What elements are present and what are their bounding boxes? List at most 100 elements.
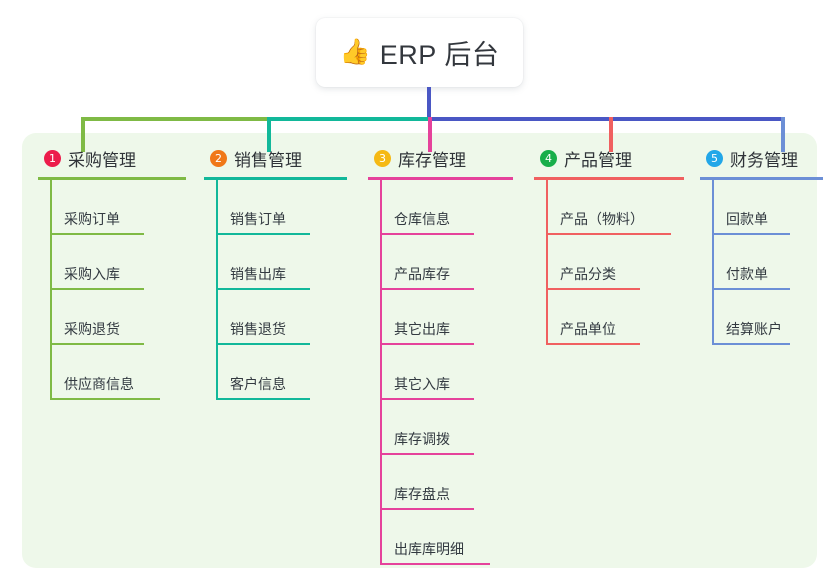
tree-item-rule <box>546 288 640 290</box>
tree-item-label: 库存调拨 <box>394 431 450 447</box>
column-header-2[interactable]: 2 销售管理 <box>204 146 347 170</box>
tree-item[interactable]: 库存盘点 <box>368 455 513 510</box>
column-1: 1 采购管理采购订单采购入库采购退货供应商信息 <box>38 146 186 400</box>
tree-item-label: 采购退货 <box>64 321 120 337</box>
tree-item-label: 销售出库 <box>230 266 286 282</box>
tree-item[interactable]: 产品分类 <box>534 235 684 290</box>
root-node-card[interactable]: 👍 ERP 后台 <box>316 18 523 87</box>
tree-item-rule <box>216 398 310 400</box>
column-badge-4: 4 <box>540 149 557 167</box>
tree-item-label: 产品库存 <box>394 266 450 282</box>
tree-item-label: 回款单 <box>726 211 768 227</box>
tree-item-rule <box>712 288 790 290</box>
tree-item[interactable]: 供应商信息 <box>38 345 186 400</box>
tree-item-label: 采购订单 <box>64 211 120 227</box>
tree-item[interactable]: 库存调拨 <box>368 400 513 455</box>
column-title-5: 财务管理 <box>730 150 798 170</box>
tree-item[interactable]: 客户信息 <box>204 345 347 400</box>
tree-item-label: 供应商信息 <box>64 376 134 392</box>
tree-item-label: 客户信息 <box>230 376 286 392</box>
tree-item[interactable]: 出库库明细 <box>368 510 513 565</box>
tree-item-label: 其它入库 <box>394 376 450 392</box>
tree-item-rule <box>546 233 671 235</box>
tree-item[interactable]: 产品（物料） <box>534 180 684 235</box>
trunk-connector <box>427 87 431 120</box>
tree-item-rule <box>50 398 160 400</box>
diagram-panel <box>22 133 817 568</box>
tree-item[interactable]: 销售订单 <box>204 180 347 235</box>
tree-item-rule <box>380 233 474 235</box>
column-header-1[interactable]: 1 采购管理 <box>38 146 186 170</box>
tree-item-label: 付款单 <box>726 266 768 282</box>
tree-item[interactable]: 产品库存 <box>368 235 513 290</box>
column-items-1: 采购订单采购入库采购退货供应商信息 <box>38 180 186 400</box>
tree-item-rule <box>380 343 474 345</box>
tree-item[interactable]: 回款单 <box>700 180 823 235</box>
column-header-rule-5 <box>700 177 823 180</box>
root-node-title: ERP 后台 <box>379 40 500 70</box>
column-title-1: 采购管理 <box>68 150 136 170</box>
tree-item-label: 出库库明细 <box>394 541 464 557</box>
tree-item-rule <box>712 233 790 235</box>
root-node-content: 👍 ERP 后台 <box>340 33 500 72</box>
tree-item[interactable]: 销售退货 <box>204 290 347 345</box>
column-badge-3: 3 <box>374 149 391 167</box>
tree-item[interactable]: 其它出库 <box>368 290 513 345</box>
tree-item[interactable]: 采购退货 <box>38 290 186 345</box>
tree-item-rule <box>50 288 144 290</box>
column-spine-1 <box>50 180 52 400</box>
column-items-4: 产品（物料） 产品分类产品单位 <box>534 180 684 345</box>
tree-item-rule <box>216 288 310 290</box>
tree-item[interactable]: 仓库信息 <box>368 180 513 235</box>
tree-item-rule <box>216 233 310 235</box>
column-2: 2 销售管理销售订单销售出库销售退货客户信息 <box>204 146 347 400</box>
tree-item-label: 销售退货 <box>230 321 286 337</box>
column-badge-2: 2 <box>210 149 227 167</box>
column-spine-5 <box>712 180 714 345</box>
column-spine-3 <box>380 180 382 565</box>
thumbs-up-icon: 👍 <box>339 38 371 66</box>
tree-item[interactable]: 产品单位 <box>534 290 684 345</box>
branch-drop-4 <box>609 117 613 152</box>
connector-segment-green <box>81 117 269 121</box>
tree-item-rule <box>380 453 474 455</box>
tree-item[interactable]: 采购订单 <box>38 180 186 235</box>
tree-item-label: 其它出库 <box>394 321 450 337</box>
column-items-3: 仓库信息产品库存其它出库其它入库库存调拨库存盘点出库库明细 <box>368 180 513 565</box>
connector-segment-teal <box>267 117 430 121</box>
tree-item-label: 销售订单 <box>230 211 286 227</box>
column-title-2: 销售管理 <box>234 150 302 170</box>
branch-drop-3 <box>428 117 432 152</box>
branch-drop-5 <box>781 117 785 152</box>
column-header-rule-3 <box>368 177 513 180</box>
tree-item-label: 库存盘点 <box>394 486 450 502</box>
tree-item[interactable]: 结算账户 <box>700 290 823 345</box>
tree-item-rule <box>380 508 474 510</box>
connector-segment-blue <box>428 117 784 121</box>
tree-item-rule <box>712 343 790 345</box>
tree-item-label: 采购入库 <box>64 266 120 282</box>
tree-item[interactable]: 采购入库 <box>38 235 186 290</box>
tree-item-label: 产品单位 <box>560 321 616 337</box>
tree-item[interactable]: 其它入库 <box>368 345 513 400</box>
column-spine-2 <box>216 180 218 400</box>
tree-item-label: 产品分类 <box>560 266 616 282</box>
tree-item-rule <box>216 343 310 345</box>
column-badge-1: 1 <box>44 149 61 167</box>
branch-drop-2 <box>267 117 271 152</box>
tree-item-label: 仓库信息 <box>394 211 450 227</box>
column-header-rule-1 <box>38 177 186 180</box>
tree-item[interactable]: 付款单 <box>700 235 823 290</box>
tree-item-label: 产品（物料） <box>560 211 644 227</box>
tree-item[interactable]: 销售出库 <box>204 235 347 290</box>
tree-item-label: 结算账户 <box>726 321 782 337</box>
tree-item-rule <box>380 288 474 290</box>
tree-item-rule <box>50 233 144 235</box>
branch-drop-1 <box>81 117 85 152</box>
